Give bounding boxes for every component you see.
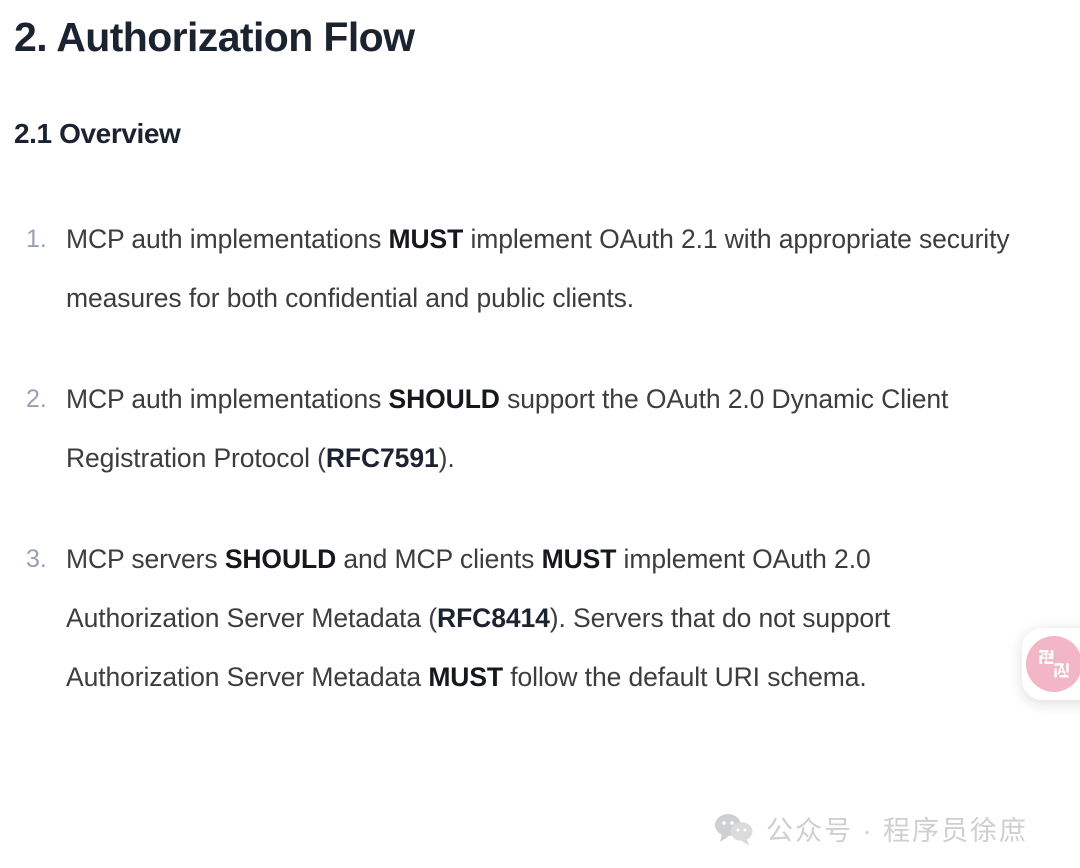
text-run: MCP servers [66, 544, 225, 574]
text-run: and MCP clients [336, 544, 542, 574]
section-subtitle: 2.1 Overview [14, 118, 181, 149]
text-run: implement OAuth 2.0 Authorization Server… [66, 544, 871, 633]
svg-text:A: A [1057, 663, 1066, 677]
text-run: MCP auth implementations [66, 384, 389, 414]
list-item-text: MCP auth implementations SHOULD support … [66, 370, 1011, 488]
list-item-marker: 1. [26, 225, 47, 253]
svg-text:中: 中 [1041, 651, 1052, 664]
page-title: 2. Authorization Flow [14, 14, 415, 60]
text-run: MCP auth implementations [66, 224, 389, 254]
rfc-reference: RFC8414 [437, 603, 550, 633]
translate-button[interactable]: 中 A [1026, 636, 1080, 692]
list-item-text: MCP servers SHOULD and MCP clients MUST … [66, 530, 1011, 707]
text-run: ). Servers that do not support Authoriza… [66, 603, 890, 692]
watermark: 公众号 · 程序员徐庶 [714, 812, 1028, 851]
emphasis-keyword: MUST [541, 544, 617, 574]
emphasis-keyword: MUST [388, 224, 464, 254]
text-run: support the OAuth 2.0 Dynamic Client Reg… [66, 384, 949, 473]
translate-widget-card[interactable]: 中 A [1022, 628, 1080, 700]
list-item: 2. MCP auth implementations SHOULD suppor… [14, 370, 1026, 488]
wechat-icon [714, 812, 754, 851]
text-run: implement OAuth 2.1 with appropriate sec… [66, 224, 1010, 313]
list-item-text: MCP auth implementations MUST implement … [66, 210, 1011, 328]
rfc-reference: RFC7591 [325, 443, 439, 473]
list-item-marker: 2. [26, 385, 47, 413]
watermark-text: 公众号 · 程序员徐庶 [766, 816, 1028, 846]
list-item-marker: 3. [26, 545, 47, 573]
emphasis-keyword: MUST [428, 662, 503, 692]
list-item: 3. MCP servers SHOULD and MCP clients MUS… [14, 530, 1026, 707]
text-run: follow the default URI schema. [503, 662, 867, 692]
translate-icon: 中 A [1037, 647, 1071, 681]
list-item: 1. MCP auth implementations MUST implemen… [14, 210, 1026, 328]
emphasis-keyword: SHOULD [388, 384, 500, 414]
text-run: ). [438, 443, 455, 473]
requirements-list: 1. MCP auth implementations MUST implemen… [14, 210, 1026, 707]
emphasis-keyword: SHOULD [224, 544, 337, 574]
